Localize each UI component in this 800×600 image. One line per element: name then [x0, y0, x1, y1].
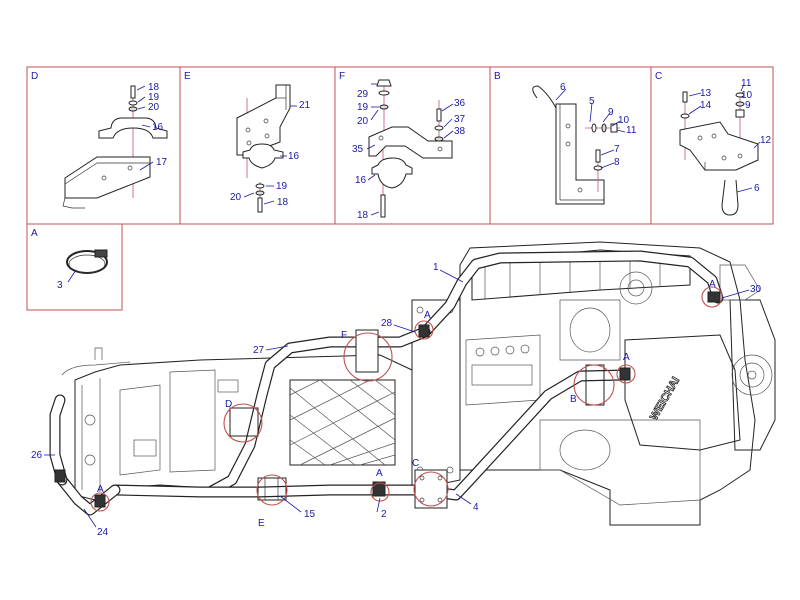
panel-label-b: B: [494, 71, 501, 82]
callout-2-main: 2: [381, 509, 387, 520]
callout-9-b: 9: [608, 107, 614, 118]
panel-c-drawing: [679, 83, 761, 216]
callout-19-f: 19: [357, 102, 369, 113]
callout-17-d: 17: [156, 157, 168, 168]
detail-ref-a-4: A: [376, 468, 383, 479]
callout-18-d: 18: [148, 82, 160, 93]
callout-21-e: 21: [299, 100, 311, 111]
callout-16-d: 16: [152, 122, 164, 133]
detail-ref-c: C: [412, 458, 419, 469]
callout-11-b: 11: [626, 125, 637, 136]
coolant-pipes: [49, 250, 724, 516]
callout-4-main: 4: [473, 502, 479, 513]
callout-20-d: 20: [148, 102, 160, 113]
callout-18-f: 18: [357, 210, 369, 221]
panel-b-drawing: [532, 85, 626, 205]
panel-d-drawing: [62, 85, 168, 209]
engine-brand-text: WEICHAI: [648, 375, 682, 422]
callout-9-c: 9: [745, 100, 751, 111]
detail-ref-f: F: [341, 330, 347, 341]
detail-ref-d: D: [225, 399, 232, 410]
callout-5-b: 5: [589, 96, 595, 107]
callout-10-c: 10: [741, 90, 753, 101]
callout-19-d: 19: [148, 92, 160, 103]
panel-label-c: C: [655, 71, 662, 82]
callout-14-c: 14: [700, 100, 712, 111]
detail-ref-a-5: A: [97, 484, 104, 495]
detail-ref-e: E: [258, 518, 265, 529]
callout-38-f: 38: [454, 126, 466, 137]
callout-36-f: 36: [454, 98, 466, 109]
panel-label-e: E: [184, 71, 191, 82]
callout-18-e: 18: [277, 197, 289, 208]
callout-11-c: 11: [741, 78, 752, 89]
callout-6-c: 6: [754, 183, 760, 194]
callout-29-f: 29: [357, 89, 369, 100]
callout-8-b: 8: [614, 157, 620, 168]
callout-16-e: 16: [288, 151, 300, 162]
callout-20-f: 20: [357, 116, 369, 127]
detail-ref-b: B: [570, 394, 577, 405]
detail-reference-circles: [90, 286, 723, 512]
detail-ref-a-1: A: [424, 310, 431, 321]
callout-15-main: 15: [304, 509, 316, 520]
callout-24-main: 24: [97, 527, 109, 538]
callout-16-f: 16: [355, 175, 367, 186]
callout-10-b: 10: [618, 115, 630, 126]
panel-label-f: F: [339, 71, 345, 82]
callout-37-f: 37: [454, 114, 466, 125]
callout-13-c: 13: [700, 88, 712, 99]
detail-panels-grid: [26, 66, 774, 311]
panel-f-drawing: [366, 79, 454, 218]
callout-28-main: 28: [381, 318, 393, 329]
panel-a-hose-clamp: [66, 249, 108, 283]
callout-26-main: 26: [31, 450, 43, 461]
callout-30-main: 30: [750, 284, 762, 295]
callout-27-main: 27: [253, 345, 265, 356]
callout-20-e: 20: [230, 192, 242, 203]
panel-label-a: A: [31, 228, 38, 239]
panel-label-d: D: [31, 71, 38, 82]
callout-19-e: 19: [276, 181, 288, 192]
main-leaders: [44, 269, 750, 528]
detail-ref-a-2: A: [709, 279, 716, 290]
callout-3-a: 3: [57, 280, 63, 291]
panel-e-drawing: [236, 84, 297, 213]
detail-ref-a-3: A: [623, 352, 630, 363]
callout-12-c: 12: [760, 135, 772, 146]
callout-35-f: 35: [352, 144, 364, 155]
callout-6-b: 6: [560, 82, 566, 93]
callout-1-main: 1: [433, 262, 439, 273]
callout-7-b: 7: [614, 144, 620, 155]
